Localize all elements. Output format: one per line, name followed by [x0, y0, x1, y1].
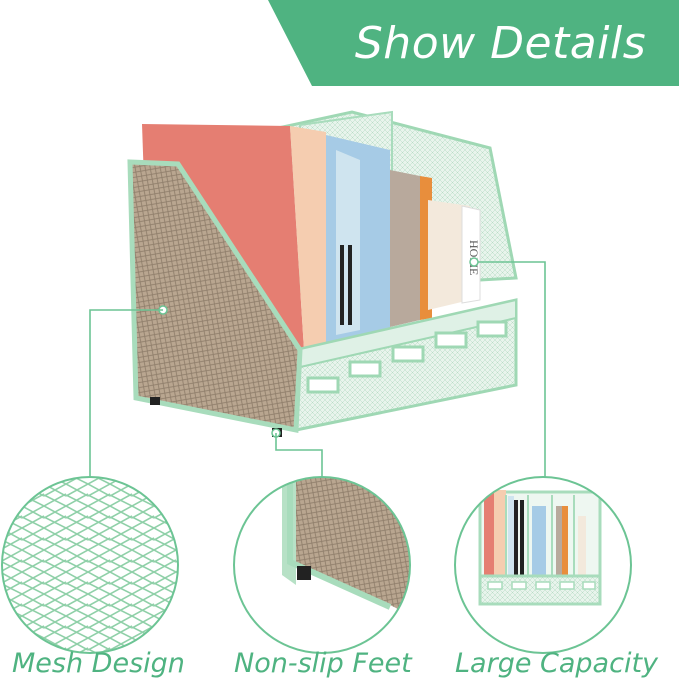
banner-title: Show Details	[354, 18, 647, 69]
show-details-banner: Show Details	[268, 0, 679, 90]
label-windows	[306, 320, 508, 394]
mesh-detail-circle	[1, 476, 179, 654]
callout-lines	[89, 261, 546, 477]
banner-shape	[268, 0, 679, 86]
capacity-detail-circle	[454, 476, 632, 654]
organizer-main: HOME	[127, 110, 518, 438]
non-slip-feet-label: Non-slip Feet	[234, 648, 412, 679]
large-capacity-label: Large Capacity	[455, 648, 659, 679]
mesh-design-label: Mesh Design	[12, 648, 185, 679]
feet-detail-circle	[233, 476, 411, 654]
